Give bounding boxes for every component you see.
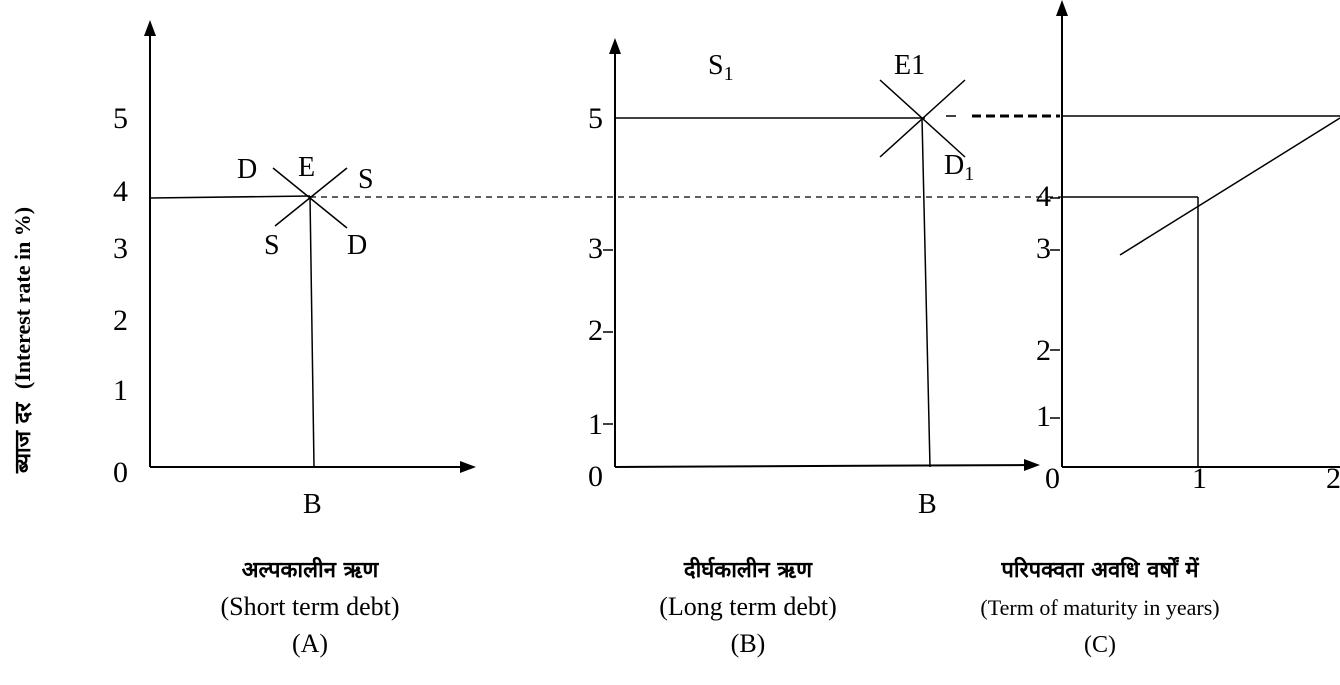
panel-b-tick-2: 2 <box>588 314 603 347</box>
panel-b-label-d1-base: D <box>944 150 964 181</box>
y-axis-label-hindi: ब्याज दर <box>11 402 36 474</box>
panel-b-label-s1-sub: 1 <box>724 63 734 85</box>
panel-a-tick-3: 3 <box>113 232 128 265</box>
panel-a-label-d-left: D <box>237 154 257 185</box>
panel-c-y-arrow <box>1056 0 1068 16</box>
panel-c-y-tick-3: 3 <box>1036 232 1051 265</box>
panel-b-x-axis <box>614 464 1031 468</box>
panel-c-y-tick-2: 2 <box>1036 334 1051 367</box>
panel-a-tick-1: 1 <box>113 374 128 407</box>
svg-text:ब्याज दर (Interest rate: ब्याज दर (Interest rate in %) <box>10 207 36 474</box>
panel-b-label-b: B <box>918 489 937 520</box>
panel-b-label-d1-sub: 1 <box>964 163 974 185</box>
panel-a-tick-5: 5 <box>113 102 128 135</box>
panel-b-caption-letter: (B) <box>731 629 766 658</box>
panel-b-quantity-line <box>921 117 931 468</box>
panel-a-tick-4: 4 <box>113 175 128 208</box>
panel-b-tick-3: 3 <box>588 232 603 265</box>
panel-b-tick-1: 1 <box>588 408 603 441</box>
panel-c-y-tick-1: 1 <box>1036 400 1051 433</box>
panel-b-x-arrow <box>1024 459 1040 471</box>
panel-b-label-d1: D1 <box>944 150 974 185</box>
panel-c-x-tick-1: 1 <box>1192 462 1207 495</box>
panel-c-y-tick-0: 0 <box>1045 462 1060 495</box>
panel-a-quantity-line <box>309 195 315 468</box>
panel-b-y-arrow <box>609 38 621 54</box>
panel-b-caption-english: (Long term debt) <box>659 592 837 621</box>
panel-a-label-d-right: D <box>347 230 367 261</box>
panel-a-x-arrow <box>460 461 476 473</box>
panel-a-caption-english: (Short term debt) <box>220 592 399 621</box>
panel-c-caption-hindi: परिपक्वता अवधि वर्षों में <box>1000 556 1199 583</box>
panel-a-label-s-right: S <box>358 164 374 195</box>
panel-c-yield-curve <box>1119 117 1340 256</box>
panel-a-equilibrium-rate-line <box>149 195 311 199</box>
panel-a-tick-2: 2 <box>113 304 128 337</box>
panel-b-tick-0: 0 <box>588 460 603 493</box>
panel-c-caption-letter: (C) <box>1084 632 1116 658</box>
panel-c: 4 3 2 1 0 1 2 परिपक्वता अवधि वर्षों में … <box>980 0 1340 658</box>
panel-c-y-tick-4: 4 <box>1036 180 1051 213</box>
panel-a-caption-hindi: अल्पकालीन ऋण <box>242 556 380 583</box>
panel-a-label-s-left: S <box>264 230 280 261</box>
panel-a-tick-0: 0 <box>113 456 128 489</box>
panel-c-caption-english: (Term of maturity in years) <box>980 595 1219 620</box>
panel-a-label-e: E <box>298 152 315 183</box>
panel-b-tick-5: 5 <box>588 102 603 135</box>
panel-b-label-e1: E1 <box>894 50 925 81</box>
panel-a-label-b: B <box>303 489 322 520</box>
panel-a-caption-letter: (A) <box>292 629 328 658</box>
y-axis-label-english: (Interest rate in %) <box>10 207 35 389</box>
panel-b-label-s1: S1 <box>708 50 734 85</box>
panel-c-x-tick-2: 2 <box>1326 462 1340 495</box>
panel-b-caption-hindi: दीर्घकालीन ऋण <box>683 556 813 583</box>
panel-a: 5 4 3 2 1 0 E D S S D B अल्पकालीन ऋण (Sh… <box>113 20 476 658</box>
panel-a-y-arrow <box>144 20 156 36</box>
panel-b: 5 3 2 1 0 S1 E1 D1 B दीर्घकालीन ऋण (Long… <box>588 38 1040 658</box>
panel-b-label-s1-base: S <box>708 50 724 81</box>
y-axis-label: ब्याज दर (Interest rate in %) <box>10 207 36 474</box>
